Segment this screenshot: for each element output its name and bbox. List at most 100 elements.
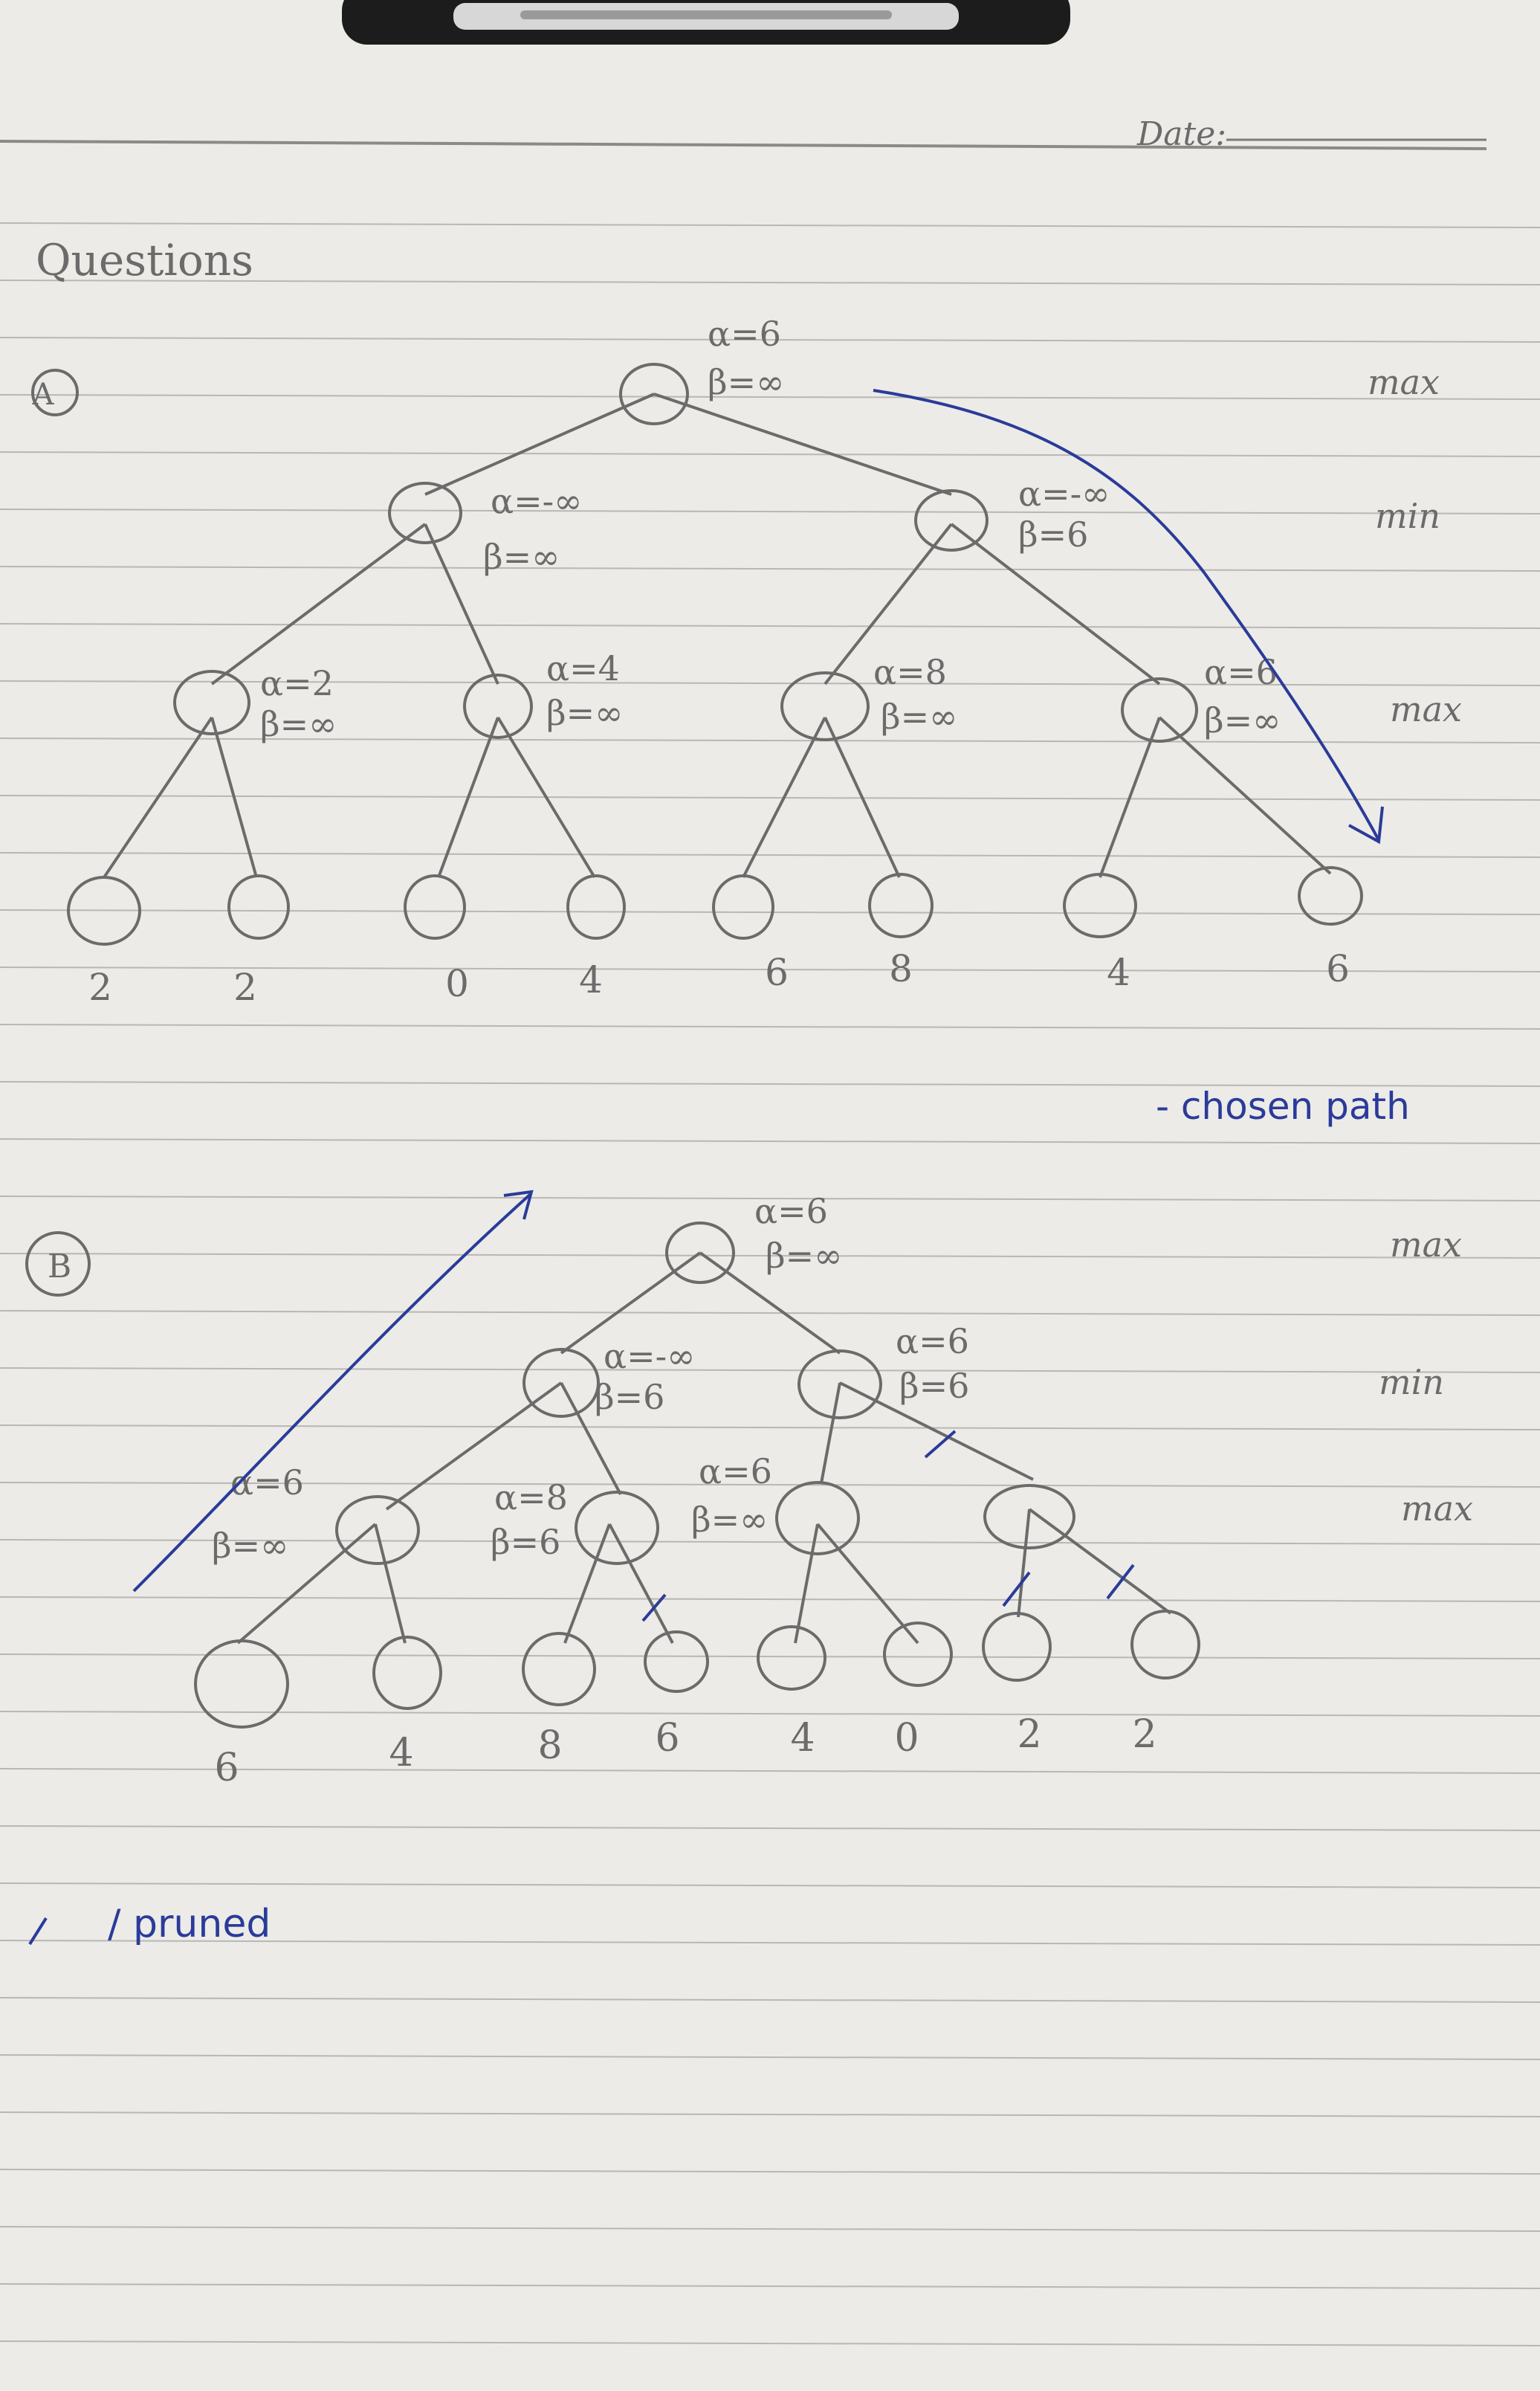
a-root-node — [619, 363, 689, 425]
ruled-line — [0, 2283, 1540, 2289]
part-a-tree — [31, 363, 1363, 946]
ruled-line — [0, 2340, 1540, 2346]
ruled-line — [0, 1825, 1540, 1831]
b-leaf — [372, 1636, 442, 1710]
b-level-label: min — [1379, 1362, 1444, 1402]
pruned-legend-mark — [28, 1917, 48, 1946]
a-min1-beta: β=∞ — [483, 537, 560, 577]
ruled-line — [0, 852, 1540, 858]
b-max2-beta: β=6 — [491, 1522, 560, 1562]
ruled-line — [0, 394, 1540, 400]
b-leaf-value: 2 — [1017, 1712, 1041, 1757]
ruled-line — [0, 1310, 1540, 1316]
ruled-line — [0, 509, 1540, 514]
ruled-line — [0, 1138, 1540, 1144]
b-leaf — [1130, 1610, 1200, 1679]
ruled-line — [0, 2226, 1540, 2232]
b-root-alpha: α=6 — [754, 1191, 828, 1231]
ruled-line — [0, 451, 1540, 457]
a-min2-beta: β=6 — [1018, 514, 1088, 555]
ruled-line — [0, 2111, 1540, 2117]
b-min2-beta: β=6 — [899, 1366, 969, 1406]
a-leaf-value: 2 — [88, 966, 112, 1009]
ruled-line — [0, 1367, 1540, 1373]
b-min1-beta: β=6 — [595, 1377, 664, 1417]
ruled-line — [0, 1940, 1540, 1946]
part-b-tree — [25, 1222, 1200, 1729]
chosen-path-legend: - chosen path — [1156, 1085, 1410, 1128]
binder-clip — [342, 0, 1070, 45]
a-leaf-value: 6 — [1326, 947, 1350, 990]
a-max-node-2 — [463, 674, 533, 739]
pruned-marks — [641, 1430, 1135, 1622]
a-leaf — [227, 874, 290, 940]
ruled-line — [0, 1882, 1540, 1888]
a-root-beta: β=∞ — [708, 362, 784, 402]
b-leaf-value: 6 — [655, 1716, 679, 1761]
b-leaf-value: 2 — [1132, 1712, 1156, 1757]
b-level-label: max — [1390, 1224, 1462, 1265]
ruled-line — [0, 909, 1540, 915]
b-root-beta: β=∞ — [766, 1236, 842, 1276]
a-chosen-path-arrow — [873, 389, 1384, 845]
a-max4-beta: β=∞ — [1204, 700, 1281, 740]
b-leaf — [194, 1639, 289, 1729]
ruled-line — [0, 222, 1540, 228]
b-max-node-3 — [775, 1481, 860, 1555]
ruled-line — [0, 2054, 1540, 2060]
ruled-line — [0, 1424, 1540, 1430]
ruled-line — [0, 1596, 1540, 1602]
ruled-line — [0, 337, 1540, 343]
a-leaf — [1298, 866, 1363, 926]
b-min2-alpha: α=6 — [896, 1321, 969, 1361]
a-min-node-2 — [914, 489, 989, 552]
a-max2-beta: β=∞ — [546, 693, 623, 733]
b-leaf — [757, 1625, 826, 1691]
ruled-line — [0, 1768, 1540, 1774]
ruled-line — [0, 280, 1540, 285]
ruled-line — [0, 1081, 1540, 1087]
a-max4-alpha: α=6 — [1204, 652, 1278, 692]
b-level-label: max — [1401, 1488, 1473, 1529]
b-leaf-value: 0 — [894, 1716, 919, 1761]
a-max-node-1 — [173, 670, 250, 735]
b-chosen-path-arrow — [132, 1190, 534, 1593]
a-leaf — [566, 874, 626, 940]
ruled-line — [0, 1539, 1540, 1545]
b-max3-alpha: α=6 — [699, 1451, 772, 1491]
a-leaf — [868, 873, 934, 938]
ruled-line — [0, 967, 1540, 972]
ruled-line — [0, 1653, 1540, 1659]
a-max3-beta: β=∞ — [881, 697, 957, 737]
a-leaf-value: 0 — [445, 962, 469, 1005]
a-leaf — [712, 874, 774, 940]
header-rule — [0, 140, 1487, 150]
ruled-line — [0, 1997, 1540, 2003]
b-leaf-value: 6 — [214, 1746, 239, 1790]
a-level-label: min — [1375, 496, 1440, 536]
a-max1-beta: β=∞ — [260, 704, 337, 744]
a-max-node-3 — [780, 671, 870, 741]
b-max1-alpha: α=6 — [230, 1462, 304, 1503]
ruled-line — [0, 1711, 1540, 1717]
a-level-label: max — [1368, 362, 1440, 402]
part-a-label-circle — [31, 369, 79, 416]
ruled-line — [0, 1482, 1540, 1488]
ruled-line — [0, 1253, 1540, 1259]
ruled-line — [0, 738, 1540, 743]
pruned-legend-text: / pruned — [108, 1902, 271, 1946]
a-leaf — [1063, 873, 1137, 938]
a-max-node-4 — [1121, 677, 1198, 743]
b-min-node-2 — [798, 1349, 882, 1419]
a-leaf-value: 4 — [579, 958, 603, 1001]
part-b-label-circle — [25, 1231, 91, 1297]
b-leaf — [883, 1622, 953, 1687]
question-title: Questions — [36, 235, 253, 285]
ruled-line — [0, 623, 1540, 629]
b-leaf-value: 8 — [537, 1723, 562, 1768]
b-leaf — [644, 1630, 709, 1693]
a-max3-alpha: α=8 — [873, 652, 947, 692]
a-root-alpha: α=6 — [708, 314, 781, 354]
